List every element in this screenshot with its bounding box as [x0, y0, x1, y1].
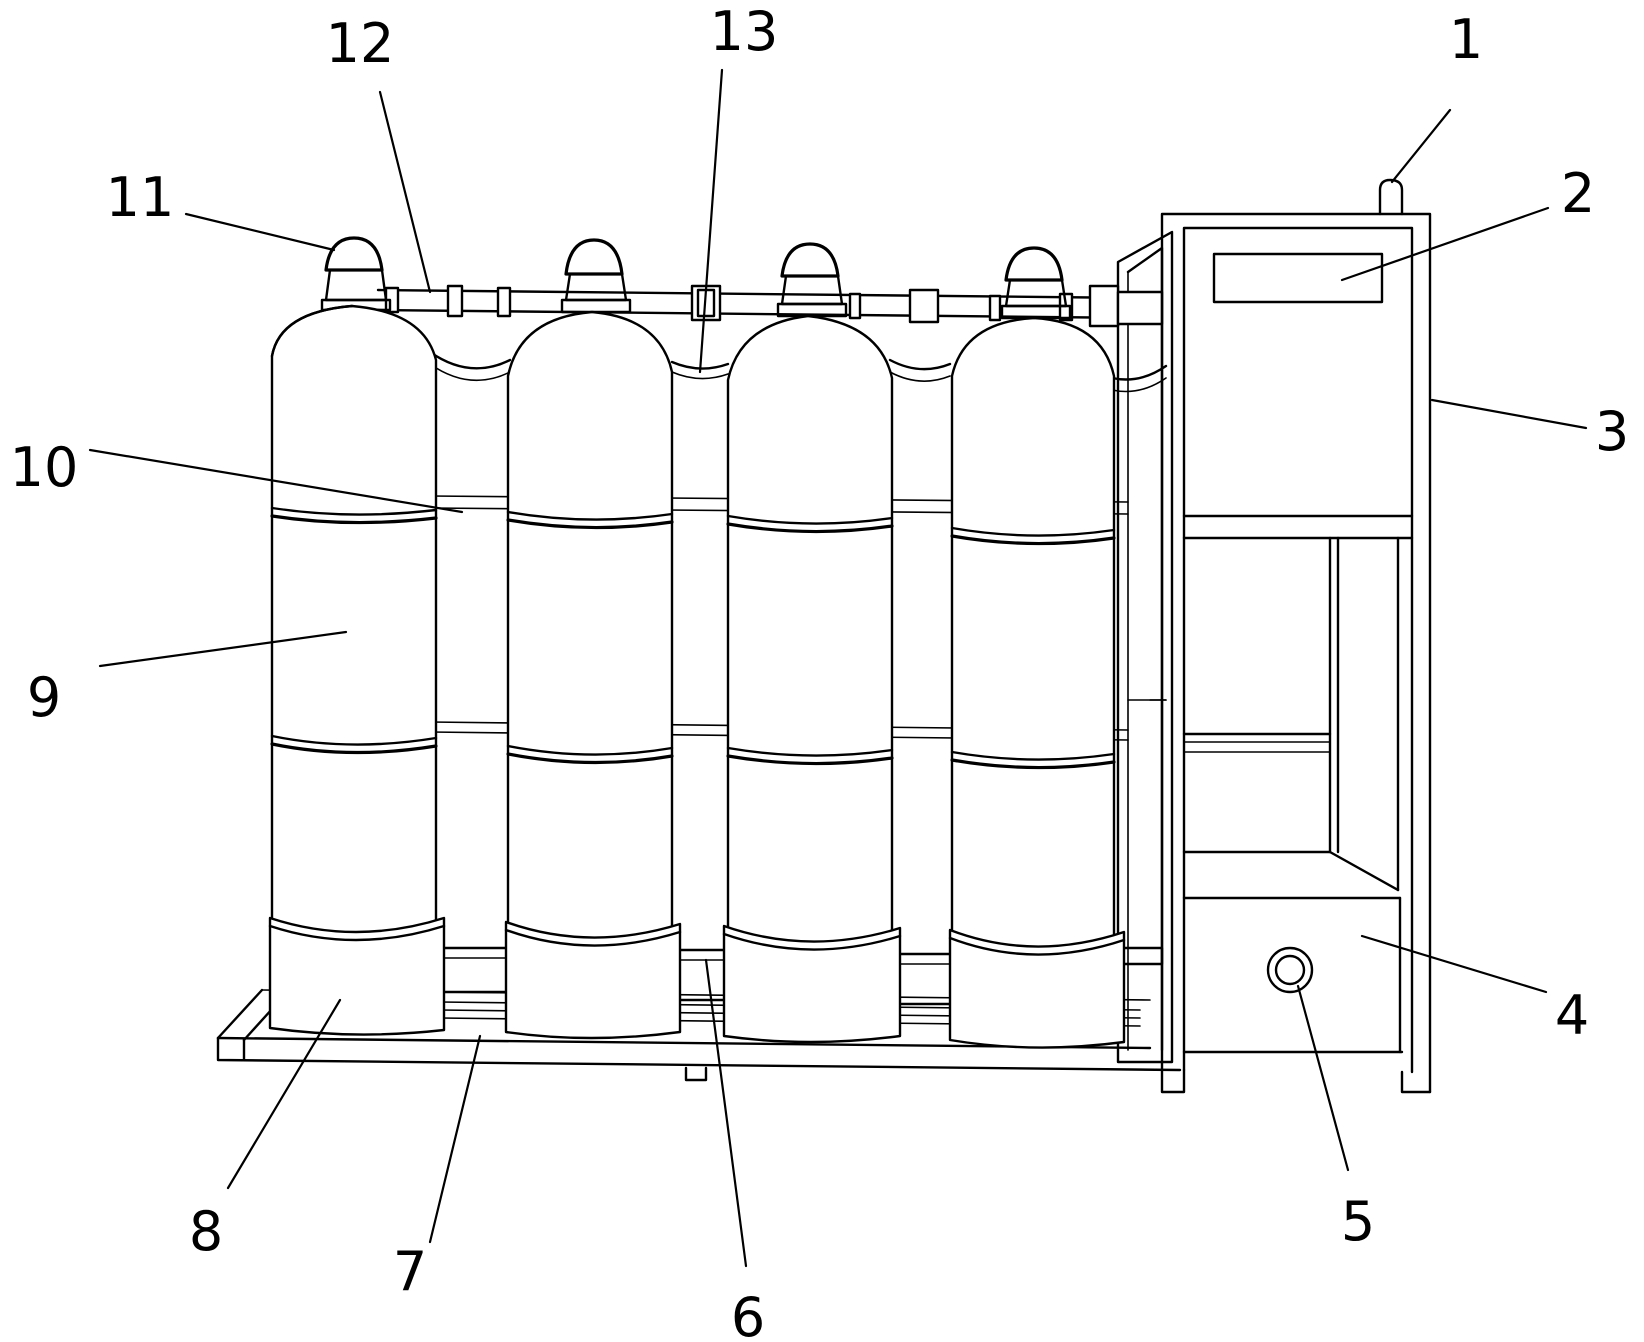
- cylinder-1: [268, 236, 446, 1036]
- leader-2: [1340, 206, 1550, 282]
- callout-13: 13: [710, 0, 779, 63]
- callout-8: 8: [189, 1200, 223, 1263]
- callout-2: 2: [1561, 162, 1595, 225]
- leader-11: [184, 212, 336, 252]
- leader-6: [704, 958, 748, 1268]
- callout-3: 3: [1595, 400, 1629, 463]
- leader-5: [1296, 984, 1350, 1172]
- reference-numerals: 1 2 3 4 5 6 7 8 9 10 11 12 13: [10, 0, 1630, 1342]
- cylinder-3: [722, 242, 902, 1044]
- callout-7: 7: [393, 1240, 427, 1303]
- control-cabinet: [1149, 178, 1432, 1094]
- leader-9: [98, 630, 348, 668]
- leader-7: [428, 1034, 482, 1244]
- callout-6: 6: [731, 1286, 765, 1342]
- leader-1: [1390, 108, 1452, 184]
- callout-9: 9: [27, 666, 61, 729]
- callout-12: 12: [326, 12, 395, 75]
- leader-4: [1360, 934, 1548, 994]
- leader-10: [88, 448, 464, 514]
- manifold-pipe: [376, 284, 1164, 328]
- callout-4: 4: [1555, 984, 1589, 1047]
- callout-10: 10: [10, 436, 79, 499]
- leader-8: [226, 998, 342, 1190]
- leader-13: [698, 68, 724, 374]
- callout-5: 5: [1341, 1190, 1375, 1253]
- leader-12: [378, 90, 432, 294]
- cylinder-2: [504, 238, 682, 1040]
- leader-lines: [88, 68, 1588, 1268]
- leader-3: [1430, 398, 1588, 430]
- cylinder-4: [948, 246, 1126, 1049]
- callout-11: 11: [106, 166, 175, 229]
- callout-1: 1: [1449, 8, 1483, 71]
